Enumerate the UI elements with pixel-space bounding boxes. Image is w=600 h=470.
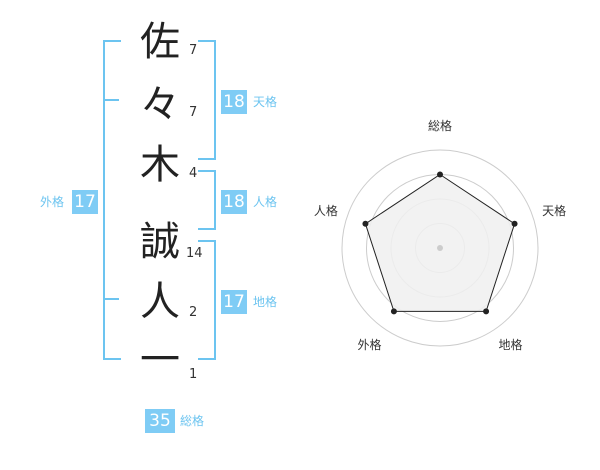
- jinkaku-value: 18: [221, 190, 247, 214]
- stroke-count-2: 7: [189, 105, 198, 120]
- radar-center-dot: [437, 245, 443, 251]
- name-char-2: 々: [140, 82, 180, 128]
- gaikaku-value: 17: [72, 190, 98, 214]
- radar-axis-label-5: 人格: [314, 203, 338, 218]
- radar-point-3: [483, 308, 490, 315]
- radar-point-2: [511, 220, 518, 227]
- radar-point-5: [362, 220, 369, 227]
- chikaku-bracket: [198, 240, 216, 360]
- gaikaku-tick-bottom: [103, 298, 119, 300]
- stroke-count-5: 2: [189, 305, 198, 320]
- radar-axis-label-4: 外格: [357, 337, 381, 352]
- chikaku-value: 17: [221, 290, 247, 314]
- tenkaku-bracket: [198, 40, 216, 160]
- stroke-count-6: 1: [189, 367, 198, 382]
- radar-polygon: [364, 173, 516, 312]
- gaikaku-label: 外格: [40, 195, 65, 209]
- gaikaku-bracket: [103, 40, 121, 360]
- tenkaku-value: 18: [221, 90, 247, 114]
- name-char-3: 木: [140, 142, 180, 188]
- name-char-4: 誠: [140, 219, 180, 265]
- radar-axis-label-1: 総格: [428, 118, 452, 133]
- gaikaku-tick-top: [103, 99, 119, 101]
- stroke-count-1: 7: [189, 43, 198, 58]
- soukaku-label: 総格: [180, 414, 205, 428]
- stroke-count-3: 4: [189, 166, 198, 181]
- radar-axis-label-3: 地格: [499, 337, 523, 352]
- jinkaku-bracket: [198, 170, 216, 230]
- name-char-5: 人: [140, 279, 180, 325]
- soukaku-value: 35: [145, 409, 175, 433]
- tenkaku-label: 天格: [253, 95, 278, 109]
- radar-ring-4: [341, 149, 539, 347]
- radar-point-4: [390, 308, 397, 315]
- chikaku-label: 地格: [253, 295, 278, 309]
- radar-point-1: [437, 171, 443, 178]
- radar-axis-label-2: 天格: [542, 203, 566, 218]
- stroke-count-4: 14: [186, 246, 203, 261]
- name-char-6: 一: [140, 337, 180, 383]
- name-char-1: 佐: [140, 19, 180, 65]
- jinkaku-label: 人格: [253, 195, 278, 209]
